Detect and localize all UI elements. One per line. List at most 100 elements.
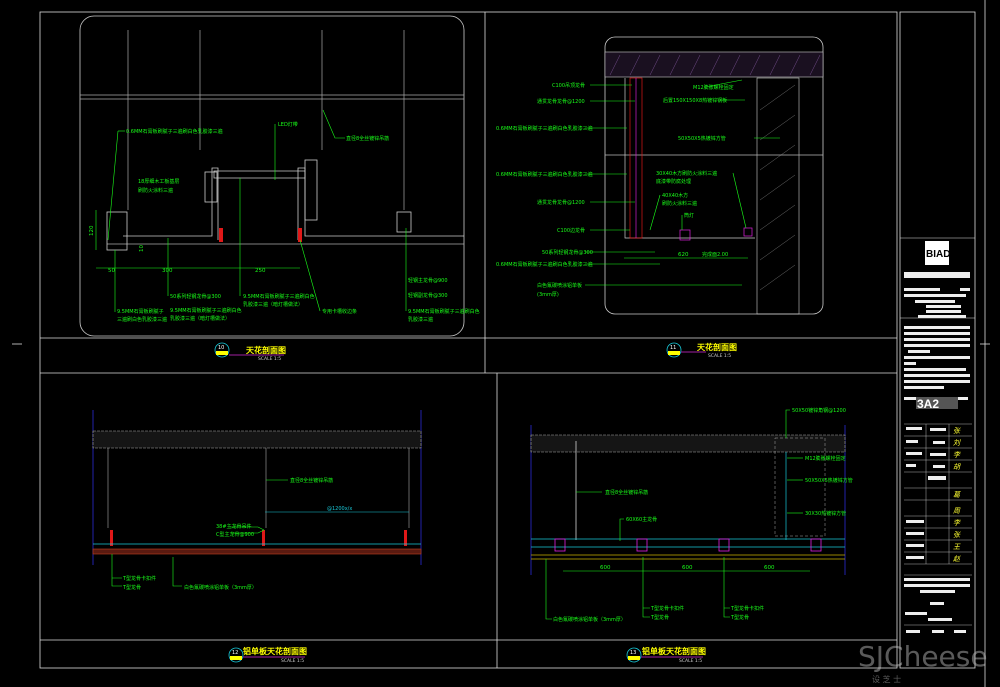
annotation-label: T型龙骨 <box>122 584 141 591</box>
annotation-label: 白色氟碳喷涂铝单板（3mm厚） <box>184 584 257 591</box>
panel-12-section: 直径8全丝镀锌吊筋 @1200x/x 38#主龙骨吊件 C型主龙骨@900 T型… <box>92 410 422 591</box>
annotation-label: 9.5MM石膏板刷腻子三遍刷白色 <box>243 293 315 300</box>
annotation-label: 轻钢副龙骨@300 <box>408 292 448 299</box>
dimension: 120 <box>89 225 95 236</box>
title-block: BIAD 3A2 张 刘 李 胡 葛 周 <box>900 237 975 633</box>
annotation-label: M12膨胀螺栓固定 <box>805 455 846 462</box>
watermark: SJCheese 设 芝 士 <box>858 640 988 684</box>
annotation-label: 三遍刷白色乳胶漆三遍 <box>117 316 167 323</box>
annotation-label: 白色氟碳喷涂铝单板 <box>537 282 582 289</box>
signature: 李 <box>953 451 961 459</box>
annotation-label: 直径8全丝镀锌吊筋 <box>290 477 333 484</box>
panel-11-section: C100吊顶龙骨 通贯龙骨龙骨@1200 0.6MM石膏板刷腻子三遍刷白色乳胶漆… <box>496 36 824 315</box>
signature: 周 <box>953 507 961 515</box>
panel-13-labels: 50X50镀锌角钢@1200 M12膨胀螺栓固定 50X50X5热镀锌方管 30… <box>553 407 853 623</box>
panel-title: 天花剖面图 <box>697 342 737 352</box>
annotation-label: @1200x/x <box>327 506 352 512</box>
signature: 王 <box>953 543 961 551</box>
annotation-label: 9.5MM石膏板刷腻子 <box>117 308 164 315</box>
annotation-label: 40X40木方 <box>662 192 688 199</box>
annotation-label: 50X50X5热镀锌方管 <box>678 135 726 142</box>
watermark-subtext: 设 芝 士 <box>872 674 901 684</box>
panel-11-labels: C100吊顶龙骨 通贯龙骨龙骨@1200 0.6MM石膏板刷腻子三遍刷白色乳胶漆… <box>496 82 734 298</box>
title-panel-11: 11 天花剖面图 SCALE 1:5 <box>666 342 737 359</box>
panel-12-labels: 直径8全丝镀锌吊筋 @1200x/x 38#主龙骨吊件 C型主龙骨@900 T型… <box>122 477 352 591</box>
annotation-label: 50系列轻钢龙骨@300 <box>170 293 221 300</box>
annotation-label: 筒灯 <box>684 212 694 219</box>
annotation-label: T型龙骨卡扣件 <box>122 575 156 582</box>
panel-number: 12 <box>232 650 238 656</box>
panel-scale: SCALE 1:5 <box>258 356 281 362</box>
annotation-label: 38#主龙骨吊件 <box>216 523 252 530</box>
annotation-label: 乳胶漆三遍 <box>408 316 433 323</box>
annotation-label: 直径8全丝镀锌吊筋 <box>605 489 648 496</box>
dimension: 10 <box>139 245 145 252</box>
panel-number: 11 <box>670 345 676 351</box>
annotation-label: 50系列轻钢龙骨@300 <box>542 249 593 256</box>
annotation-label: 9.5MM石膏板刷腻子三遍刷白色 <box>408 308 480 315</box>
signatures: 张 刘 李 胡 葛 周 李 张 王 赵 <box>953 427 961 563</box>
annotation-label: 刷防火涂料三遍 <box>662 200 697 207</box>
annotation-label: M12膨胀螺栓固定 <box>693 84 734 91</box>
title-panel-12: 12 铝单板天花剖面图 SCALE 1:5 <box>228 646 307 664</box>
annotation-label: 后置150X150X8热镀锌钢板 <box>663 97 727 104</box>
panel-number: 10 <box>218 345 224 351</box>
annotation-label: 9.5MM石膏板刷腻子三遍刷白色 <box>170 307 242 314</box>
dimension: 600 <box>682 565 693 571</box>
annotation-label: 直径8全丝镀锌吊筋 <box>346 135 389 142</box>
panel-number: 13 <box>630 650 636 656</box>
panel-10-labels: 0.6MM石膏板刷腻子三遍刷白色乳胶漆三遍 LED灯带 直径8全丝镀锌吊筋 18… <box>89 121 480 323</box>
annotation-label: 专用卡槽收边条 <box>322 308 357 315</box>
dimension: 600 <box>764 565 775 571</box>
dimension: 300 <box>162 268 173 274</box>
annotation-label: 0.6MM石膏板刷腻子三遍刷白色乳胶漆三遍 <box>126 128 223 135</box>
annotation-label: 60X60主龙骨 <box>626 516 657 523</box>
signature: 葛 <box>953 491 961 499</box>
annotation-label: 50X50镀锌角钢@1200 <box>792 407 846 414</box>
logo-text: BIAD <box>926 249 950 260</box>
dimension: 600 <box>600 565 611 571</box>
annotation-label: C型主龙骨@900 <box>216 531 254 538</box>
annotation-label: 50X50X5热镀锌方管 <box>805 477 853 484</box>
panel-13-section: 50X50镀锌角钢@1200 M12膨胀螺栓固定 50X50X5热镀锌方管 30… <box>530 407 853 623</box>
signature: 张 <box>953 427 961 435</box>
annotation-label: (3mm厚) <box>537 292 559 298</box>
panel-title: 铝单板天花剖面图 <box>243 646 307 656</box>
annotation-label: 0.6MM石膏板刷腻子三遍刷白色乳胶漆三遍 <box>496 171 593 178</box>
annotation-label: 0.6MM石膏板刷腻子三遍刷白色乳胶漆三遍 <box>496 125 593 132</box>
annotation-label: 乳胶漆三遍（暗灯槽做法） <box>243 301 303 308</box>
annotation-label: 完成面2.00 <box>702 251 728 258</box>
annotation-label: T型龙骨卡扣件 <box>730 605 764 612</box>
biad-logo <box>925 241 949 265</box>
annotation-label: 0.6MM石膏板刷腻子三遍刷白色乳胶漆三遍 <box>496 261 593 268</box>
signature: 张 <box>953 531 961 539</box>
signature: 刘 <box>953 439 961 447</box>
annotation-label: 通贯龙骨龙骨@1200 <box>537 98 585 105</box>
annotation-label: 轻钢主龙骨@900 <box>408 277 448 284</box>
panel-scale: SCALE 1:5 <box>708 353 731 359</box>
title-panel-10: 10 天花剖面图 SCALE 1:5 <box>214 342 286 362</box>
panel-10-section: 0.6MM石膏板刷腻子三遍刷白色乳胶漆三遍 LED灯带 直径8全丝镀锌吊筋 18… <box>79 15 480 337</box>
dimension: 620 <box>678 252 689 258</box>
panel-scale: SCALE 1:5 <box>679 658 702 664</box>
sheet-number: 3A2 <box>917 397 939 411</box>
watermark-text: SJCheese <box>858 640 988 673</box>
annotation-label: 底漆带防腐处理 <box>656 178 691 185</box>
dimension: 250 <box>255 268 266 274</box>
panel-scale: SCALE 1:5 <box>281 658 304 664</box>
annotation-label: 通贯龙骨龙骨@1200 <box>537 199 585 206</box>
annotation-label: C100吊顶龙骨 <box>552 82 585 89</box>
annotation-label: 18厚细木工板基层 <box>138 178 179 185</box>
annotation-label: 30X30热镀锌方管 <box>805 510 846 517</box>
sheet-frame <box>12 0 990 687</box>
annotation-label: C100边龙骨 <box>557 227 585 234</box>
signature: 赵 <box>953 555 961 563</box>
signature: 李 <box>953 519 961 527</box>
panel-title: 天花剖面图 <box>246 345 286 355</box>
annotation-label: LED灯带 <box>278 121 298 128</box>
title-panel-13: 13 铝单板天花剖面图 SCALE 1:5 <box>626 646 706 664</box>
annotation-label: 30X40木方刷防火涂料三遍 <box>656 170 717 177</box>
annotation-label: T型龙骨 <box>730 614 749 621</box>
